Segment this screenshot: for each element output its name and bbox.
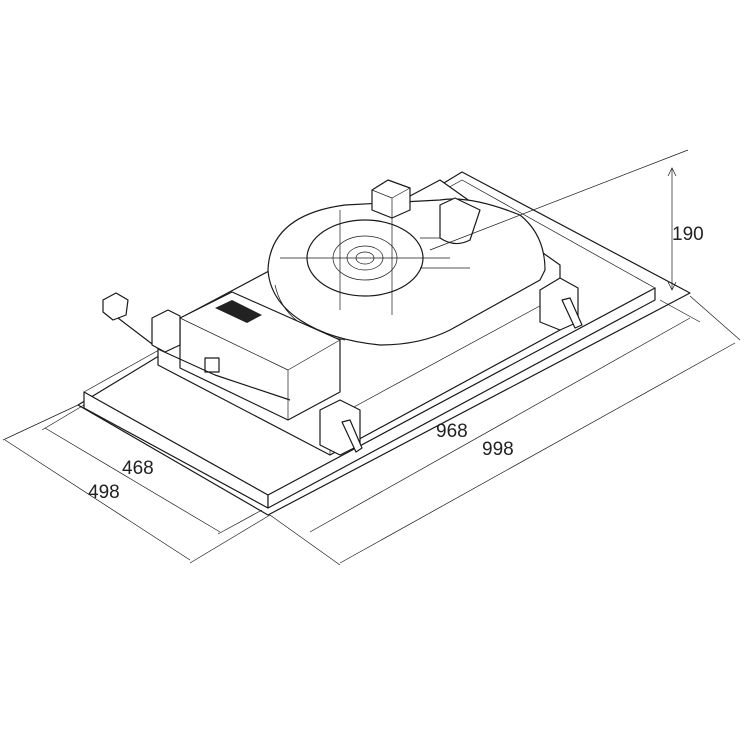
dimension-190: 190 xyxy=(672,224,704,245)
mounting-bracket-left xyxy=(151,309,181,353)
dimension-lines xyxy=(2,149,741,566)
connector-box xyxy=(371,179,411,219)
vent-grille xyxy=(215,300,262,323)
mounting-bracket-right xyxy=(539,277,583,331)
dimension-998: 998 xyxy=(482,439,514,460)
blower-fan xyxy=(267,197,546,346)
control-box xyxy=(179,291,341,421)
dimension-498: 498 xyxy=(88,482,120,503)
dimension-968: 968 xyxy=(436,421,468,442)
dimension-468: 468 xyxy=(122,458,154,479)
mounting-bracket-front xyxy=(319,399,363,456)
power-cord xyxy=(102,292,291,401)
